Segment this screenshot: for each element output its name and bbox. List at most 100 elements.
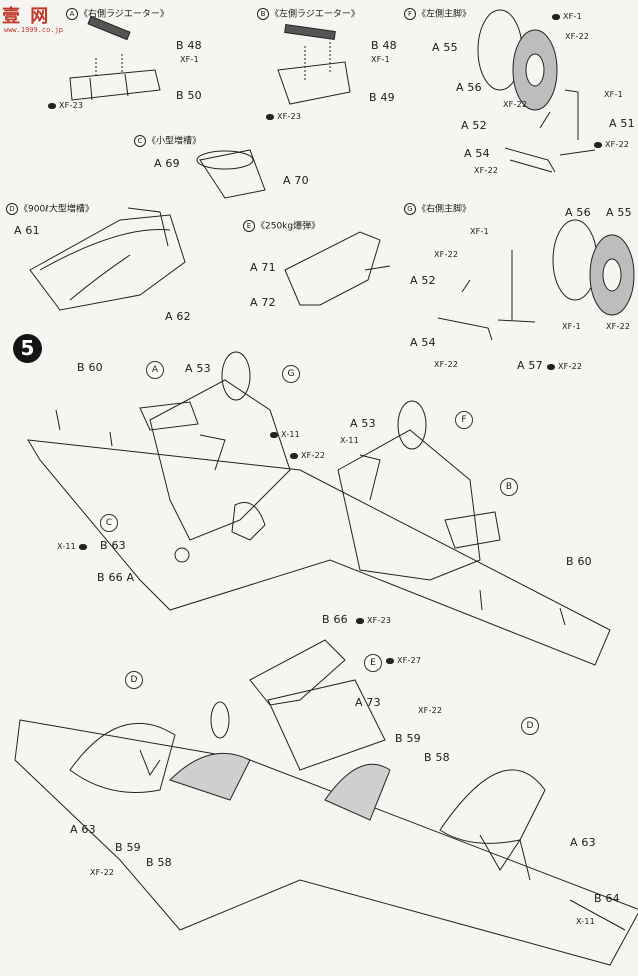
- main-gear-g-part: [437, 219, 635, 341]
- label-x11-c: X-11: [57, 542, 90, 551]
- wing-bottom-view: [14, 639, 638, 966]
- label-b66: B 66: [322, 613, 348, 626]
- header-g: G《右側主脚》: [404, 203, 471, 216]
- label-a52-g: A 52: [410, 274, 436, 287]
- label-b66a: B 66 A: [97, 571, 135, 584]
- label-x11-a-text: X-11: [281, 430, 300, 439]
- label-a63-right: A 63: [570, 836, 596, 849]
- label-xf22-main: XF-22: [290, 451, 325, 460]
- header-f-text: 《左側主脚》: [417, 9, 472, 20]
- paint-dot-icon: [552, 13, 560, 20]
- label-xf22-ga: XF-22: [434, 250, 459, 259]
- watermark-url: www.1999.co.jp: [4, 26, 64, 34]
- paint-dot-icon: [547, 363, 555, 370]
- label-xf27: XF-27: [386, 656, 421, 665]
- label-b59-right: B 59: [395, 732, 421, 745]
- wing-top-view: [27, 351, 611, 666]
- label-xf22-gd-text: XF-22: [558, 362, 583, 371]
- circle-letter-f: F: [404, 8, 416, 20]
- label-b60-right: B 60: [566, 555, 592, 568]
- label-xf22-gd: XF-22: [547, 362, 582, 371]
- header-d-text: 《900ℓ大型増槽》: [19, 204, 94, 215]
- label-a70: A 70: [283, 174, 309, 187]
- label-xf1-g: XF-1: [470, 227, 489, 236]
- label-a71: A 71: [250, 261, 276, 274]
- callout-d-right: D: [521, 717, 539, 735]
- step-number-badge: 5: [13, 334, 42, 363]
- label-xf1-b: XF-1: [371, 55, 390, 64]
- label-b48-b: B 48: [371, 39, 397, 52]
- label-xf27-text: XF-27: [397, 656, 422, 665]
- label-a53-left: A 53: [185, 362, 211, 375]
- label-xf1-gb: XF-1: [562, 322, 581, 331]
- label-xf22-gb: XF-22: [606, 322, 631, 331]
- label-xf22-fb: XF-22: [503, 100, 528, 109]
- label-xf23-main-text: XF-23: [367, 616, 392, 625]
- label-b58-right: B 58: [424, 751, 450, 764]
- watermark-logo: 壹 网 www.1999.co.jp: [2, 2, 78, 38]
- label-xf22-la: XF-22: [418, 706, 443, 715]
- callout-e-main: E: [364, 654, 382, 672]
- label-a55-f: A 55: [432, 41, 458, 54]
- header-e-text: 《250kg爆弾》: [256, 221, 321, 232]
- label-xf22-fc-text: XF-22: [605, 140, 630, 149]
- callout-a-main: A: [146, 361, 164, 379]
- label-xf22-lb: XF-22: [90, 868, 115, 877]
- label-x11-a: X-11: [270, 430, 300, 439]
- label-a54-g: A 54: [410, 336, 436, 349]
- label-b58-left: B 58: [146, 856, 172, 869]
- radiator-a-part: [69, 15, 161, 101]
- label-a69: A 69: [154, 157, 180, 170]
- header-d: D《900ℓ大型増槽》: [6, 203, 94, 216]
- label-b49: B 49: [369, 91, 395, 104]
- label-a56-g: A 56: [565, 206, 591, 219]
- watermark-site: 壹 网: [2, 6, 51, 27]
- header-f: F《左側主脚》: [404, 8, 471, 21]
- label-xf22-fd: XF-22: [474, 166, 499, 175]
- circle-letter-e: E: [243, 220, 255, 232]
- label-xf1-fb: XF-1: [604, 90, 623, 99]
- paint-dot-icon: [386, 657, 394, 664]
- label-xf1-f: XF-1: [552, 12, 582, 21]
- header-b-text: 《左側ラジエーター》: [270, 9, 360, 20]
- label-xf23-b-text: XF-23: [277, 112, 302, 121]
- label-b64: B 64: [594, 892, 620, 905]
- circle-letter-d: D: [6, 203, 18, 215]
- label-b63: B 63: [100, 539, 126, 552]
- label-a53-right: A 53: [350, 417, 376, 430]
- label-xf23-a: XF-23: [48, 101, 83, 110]
- bomb-part: [284, 231, 391, 306]
- large-droptank-part: [29, 207, 186, 311]
- label-b50: B 50: [176, 89, 202, 102]
- label-a73: A 73: [355, 696, 381, 709]
- label-xf22-gc: XF-22: [434, 360, 459, 369]
- label-a61: A 61: [14, 224, 40, 237]
- header-a-text: 《右側ラジエーター》: [79, 9, 169, 20]
- label-a72: A 72: [250, 296, 276, 309]
- label-a54-f: A 54: [464, 147, 490, 160]
- label-a52-f: A 52: [461, 119, 487, 132]
- label-b60-top: B 60: [77, 361, 103, 374]
- main-gear-f-part: [477, 9, 596, 173]
- callout-d-left: D: [125, 671, 143, 689]
- label-x11-b: X-11: [340, 436, 359, 445]
- callout-g-main: G: [282, 365, 300, 383]
- callout-b-main: B: [500, 478, 518, 496]
- header-a: A《右側ラジエーター》: [66, 8, 169, 21]
- circle-letter-g: G: [404, 203, 416, 215]
- label-x11-l: X-11: [576, 917, 595, 926]
- label-xf23-b: XF-23: [266, 112, 301, 121]
- label-a57: A 57: [517, 359, 543, 372]
- label-b48-a: B 48: [176, 39, 202, 52]
- label-xf22-fc: XF-22: [594, 140, 629, 149]
- paint-dot-icon: [290, 452, 298, 459]
- label-b59-left: B 59: [115, 841, 141, 854]
- label-xf1-f-text: XF-1: [563, 12, 582, 21]
- paint-dot-icon: [48, 102, 56, 109]
- header-c-text: 《小型増槽》: [147, 136, 202, 147]
- header-g-text: 《右側主脚》: [417, 204, 472, 215]
- radiator-b-part: [277, 23, 351, 105]
- label-xf1-a: XF-1: [180, 55, 199, 64]
- label-x11-c-text: X-11: [57, 542, 76, 551]
